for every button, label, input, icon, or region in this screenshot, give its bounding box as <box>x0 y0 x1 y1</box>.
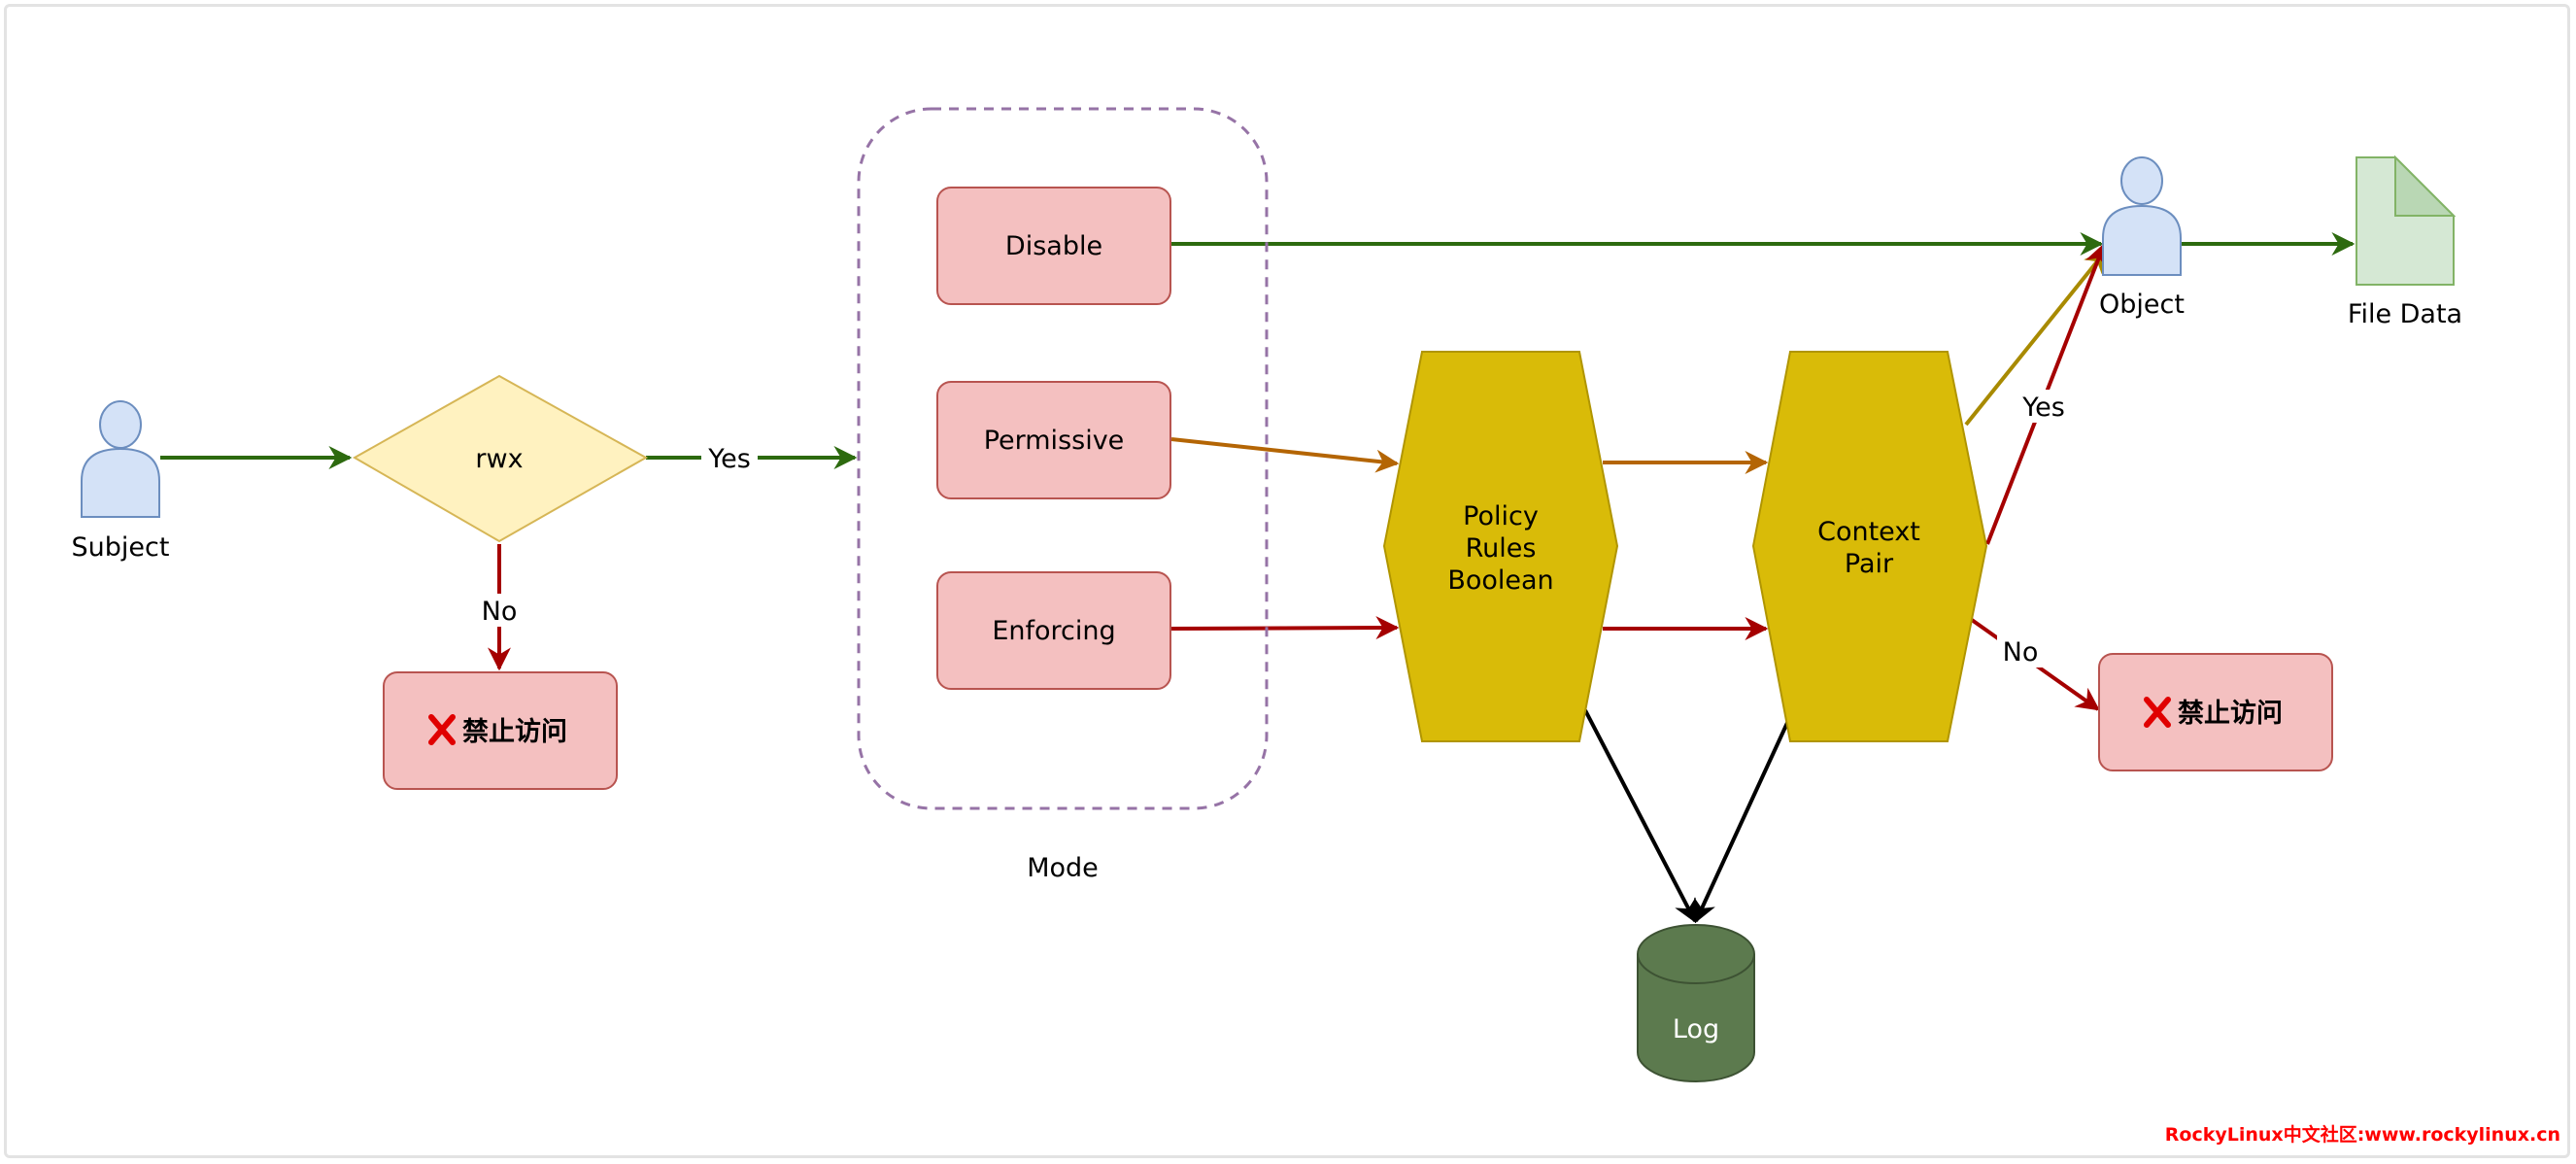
edge-context-to-object-olive <box>1964 249 2108 427</box>
no-label-context: No <box>2003 637 2039 668</box>
edge-context-to-log <box>1694 722 1789 924</box>
mode-permissive-label: Permissive <box>984 426 1125 456</box>
file-data-label: File Data <box>2348 299 2462 329</box>
policy-label-line2: Rules <box>1466 533 1537 564</box>
context-label-line2: Pair <box>1845 549 1894 579</box>
policy-label-line1: Policy <box>1463 501 1539 531</box>
mode-group-label: Mode <box>1027 853 1099 883</box>
document-icon <box>2356 154 2457 286</box>
log-label: Log <box>1673 1014 1719 1044</box>
yes-label-rwx: Yes <box>707 444 751 474</box>
deny-access-node-1: 禁止访问 <box>383 671 618 790</box>
close-x-icon <box>2144 697 2171 728</box>
mode-disable-node: Disable <box>936 187 1171 305</box>
rwx-decision-node: rwx <box>352 374 649 543</box>
close-x-icon <box>428 714 456 745</box>
no-label-rwx: No <box>482 597 518 627</box>
deny-access-node-2: 禁止访问 <box>2098 653 2333 771</box>
yes-label-context: Yes <box>2021 393 2065 423</box>
object-label: Object <box>2099 290 2185 320</box>
edge-policy-to-log <box>1583 709 1697 924</box>
mode-disable-label: Disable <box>1005 231 1102 261</box>
policy-label-line3: Boolean <box>1447 565 1553 596</box>
watermark: RockyLinux中文社区:www.rockylinux.cn <box>2165 1123 2560 1146</box>
edge-enforcing-to-policy <box>1170 616 1400 640</box>
object-actor: Object <box>2099 156 2185 320</box>
file-data-node: File Data <box>2348 154 2462 329</box>
database-icon <box>1637 924 1755 1082</box>
context-label-line1: Context <box>1817 517 1920 547</box>
rwx-label: rwx <box>475 444 523 474</box>
mode-enforcing-node: Enforcing <box>936 571 1171 690</box>
edge-permissive-to-policy <box>1170 437 1400 473</box>
diagram-frame <box>4 4 2570 1158</box>
subject-label: Subject <box>72 532 170 563</box>
person-icon <box>2102 156 2182 276</box>
mode-permissive-node: Permissive <box>936 381 1171 499</box>
mode-enforcing-label: Enforcing <box>992 616 1115 646</box>
deny-label-2: 禁止访问 <box>2178 699 2283 729</box>
policy-rules-boolean-node: Policy Rules Boolean <box>1382 351 1619 742</box>
context-pair-node: Context Pair <box>1751 351 1988 742</box>
deny-label-1: 禁止访问 <box>462 717 567 747</box>
subject-actor: Subject <box>72 400 170 563</box>
log-node: Log <box>1637 924 1755 1082</box>
mode-group: Mode <box>857 107 1269 883</box>
person-icon <box>81 400 160 518</box>
